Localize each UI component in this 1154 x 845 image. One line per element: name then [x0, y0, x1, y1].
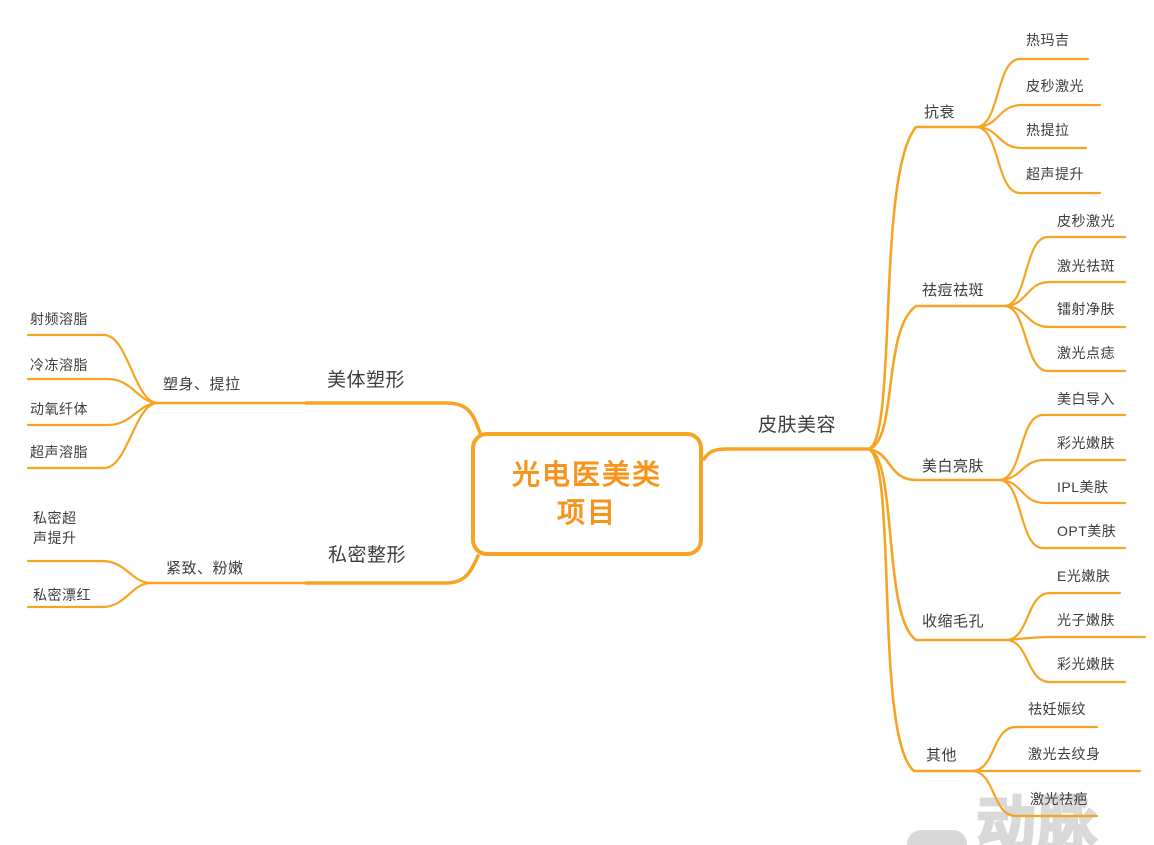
connector-leaf — [998, 458, 1127, 482]
leaf-node: 镭射净肤 — [1057, 301, 1115, 317]
leaf-node: 光子嫩肤 — [1057, 612, 1115, 628]
connector-leaf — [1003, 304, 1127, 329]
leaf-node: 射频溶脂 — [30, 311, 88, 327]
central-topic-line2: 项目 — [556, 497, 617, 528]
branch-label-private: 私密整形 — [328, 545, 407, 566]
leaf-node: 私密漂红 — [33, 587, 91, 603]
branch-label-skin-beauty: 皮肤美容 — [758, 415, 837, 436]
connector-other-trunk — [866, 447, 975, 773]
connector-leaf — [1003, 235, 1127, 308]
subbranch-label-private: 紧致、粉嫩 — [166, 560, 244, 577]
leaf-node: OPT美肤 — [1057, 523, 1117, 539]
connector-leaf — [998, 478, 1127, 550]
connector-leaf — [998, 478, 1127, 505]
leaf-node: 皮秒激光 — [1026, 78, 1084, 94]
leaf-node: 激光祛斑 — [1057, 258, 1115, 274]
connector-leaf — [1005, 638, 1127, 684]
leaf-node: 激光点痣 — [1057, 345, 1115, 361]
leaf-node: 超声溶脂 — [30, 444, 88, 460]
leaf-node: 动氧纤体 — [30, 401, 88, 417]
leaf-node: E光嫩肤 — [1057, 568, 1111, 584]
connector-leaf — [1003, 304, 1127, 373]
connector-leaf — [975, 103, 1102, 129]
central-topic-node: 光电医美类 项目 — [471, 432, 703, 556]
leaf-node: 彩光嫩肤 — [1057, 435, 1115, 451]
connector-leaf — [1005, 635, 1147, 642]
connector-leaf — [26, 401, 159, 470]
leaf-node: 激光去纹身 — [1028, 746, 1101, 762]
leaf-node: 美白导入 — [1057, 391, 1115, 407]
leaf-node: 热提拉 — [1026, 122, 1070, 138]
leaf-node: 激光祛疤 — [1030, 791, 1088, 807]
leaf-node: 彩光嫩肤 — [1057, 656, 1115, 672]
branch-label-pores: 收缩毛孔 — [922, 613, 985, 630]
connector-leaf — [975, 125, 1088, 150]
branch-label-other: 其他 — [926, 747, 958, 764]
branch-label-body-shaping: 美体塑形 — [327, 370, 406, 391]
leaf-node: 冷冻溶脂 — [30, 357, 88, 373]
connector-leaf — [26, 333, 159, 405]
branch-label-antiaging: 抗衰 — [924, 104, 956, 121]
connector-leaf — [26, 377, 159, 405]
connector-leaf — [975, 125, 1102, 195]
connector-skin-main — [702, 447, 870, 461]
connector-private-main — [304, 554, 480, 585]
leaf-node: 祛妊娠纹 — [1028, 701, 1086, 717]
connector-leaf — [971, 769, 1099, 818]
connector-leaf — [975, 57, 1090, 129]
connector-whitening-trunk — [866, 447, 1002, 482]
connector-leaf — [1005, 591, 1122, 642]
subbranch-label-body-shaping: 塑身、提拉 — [163, 376, 241, 393]
connector-acne-trunk — [866, 304, 1007, 451]
branch-label-whitening: 美白亮肤 — [922, 458, 985, 475]
leaf-node: 超声提升 — [1026, 166, 1084, 182]
connector-pores-trunk — [866, 447, 1009, 642]
connector-leaf — [26, 581, 152, 609]
central-topic-line1: 光电医美类 — [511, 459, 662, 491]
connector-body-main — [304, 401, 482, 435]
connector-antiaging-trunk — [866, 125, 979, 451]
connector-leaf — [26, 559, 152, 585]
connector-leaf — [1003, 280, 1127, 308]
leaf-node: 私密超声提升 — [33, 510, 77, 547]
leaf-node: 皮秒激光 — [1057, 213, 1115, 229]
leaf-node: IPL美肤 — [1057, 479, 1109, 495]
branch-label-acne-spots: 祛痘祛斑 — [922, 282, 985, 299]
connector-leaf — [971, 725, 1099, 773]
leaf-node: 热玛吉 — [1026, 32, 1070, 48]
connector-leaf — [998, 413, 1127, 482]
